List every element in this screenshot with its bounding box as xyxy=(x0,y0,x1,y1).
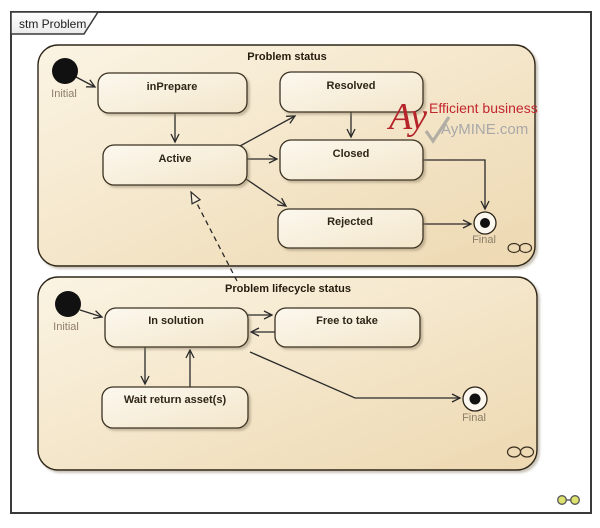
transition-insolution-to-final xyxy=(249,351,462,403)
region-title-problem-lifecycle: Problem lifecycle status xyxy=(225,283,351,295)
states-problem-lifecycle: In solution Free to take Wait return ass… xyxy=(53,291,488,429)
state-inprepare: inPrepare xyxy=(97,72,248,114)
state-label: inPrepare xyxy=(147,81,198,93)
state-label: Free to take xyxy=(316,315,378,327)
state-active: Active xyxy=(102,144,248,186)
composite-decoration-icon xyxy=(506,446,535,458)
initial-label: Initial xyxy=(51,88,77,100)
watermark-tagline: Efficient business xyxy=(429,100,538,116)
state-wait-return-assets: Wait return asset(s) xyxy=(101,386,249,429)
state-label: Active xyxy=(158,153,191,165)
transitions-problem-status xyxy=(75,76,490,229)
region-title-problem-status: Problem status xyxy=(247,51,326,63)
transitions-problem-lifecycle xyxy=(79,309,462,403)
state-label: Wait return asset(s) xyxy=(124,394,227,406)
transition-active-to-resolved xyxy=(239,115,297,147)
state-in-solution: In solution xyxy=(104,307,249,348)
composite-decoration-icon xyxy=(507,242,533,254)
state-resolved: Resolved xyxy=(279,71,424,113)
transition-initial-to-insolution xyxy=(79,309,104,320)
watermark-logo: Ay xyxy=(386,96,427,138)
state-label: Closed xyxy=(333,148,370,160)
transition-initial-to-inprepare xyxy=(75,76,97,88)
states-problem-status: inPrepare Resolved Active Closed Rejecte… xyxy=(51,58,497,249)
transition-active-to-rejected xyxy=(242,176,288,207)
state-label: Resolved xyxy=(327,80,376,92)
link-icon xyxy=(557,495,580,505)
state-free-to-take: Free to take xyxy=(274,307,421,348)
final-node: Final xyxy=(472,211,497,246)
frame-tab-label: stm Problem xyxy=(19,17,86,31)
checkmark-icon xyxy=(424,116,451,144)
state-label: Rejected xyxy=(327,216,373,228)
initial-node: Initial xyxy=(53,291,81,333)
final-label: Final xyxy=(462,412,486,424)
final-label: Final xyxy=(472,234,496,246)
region-problem-lifecycle: Problem lifecycle status xyxy=(37,276,538,471)
state-label: In solution xyxy=(148,315,204,327)
transition-closed-to-final xyxy=(423,159,490,211)
composite-state-problem-lifecycle xyxy=(37,276,538,471)
frame-tab: stm Problem xyxy=(10,11,100,35)
state-closed: Closed xyxy=(279,139,424,181)
watermark-site: AyMINE.com xyxy=(441,121,528,138)
initial-label: Initial xyxy=(53,321,79,333)
final-node: Final xyxy=(462,386,488,424)
dependency-lifecycle-to-active xyxy=(190,190,238,282)
state-rejected: Rejected xyxy=(277,208,424,249)
watermark: Ay Efficient business AyMINE.com xyxy=(386,96,538,144)
initial-node: Initial xyxy=(51,58,78,100)
